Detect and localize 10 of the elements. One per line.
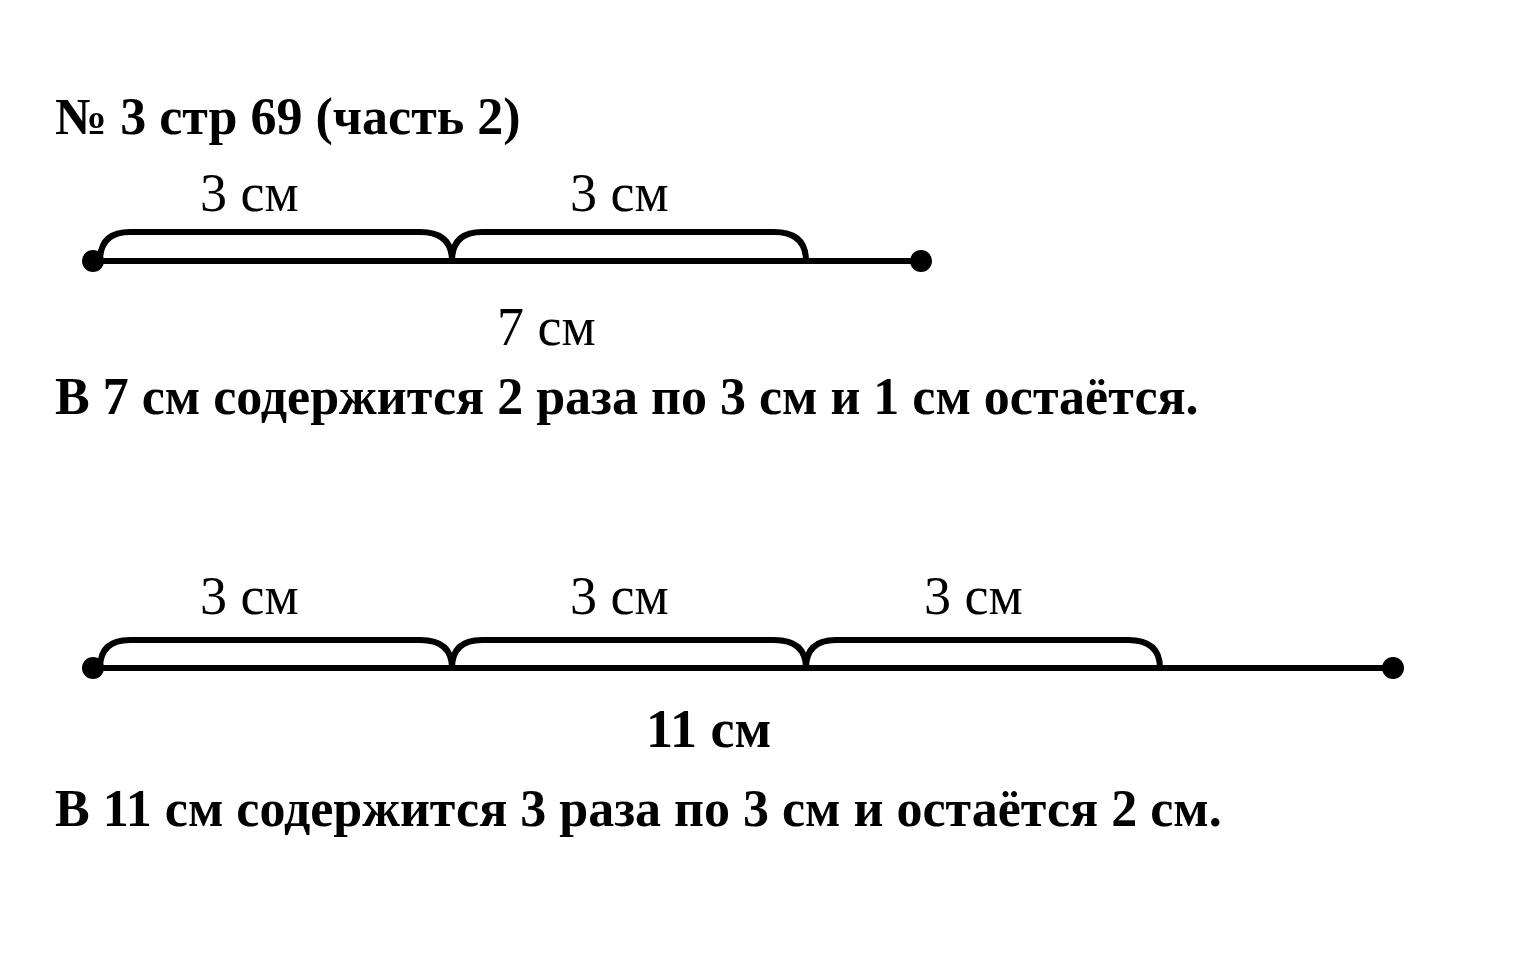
answer-sentence: В 11 см содержится 3 раза по 3 см и остаётся 2 см. (55, 780, 1222, 838)
title: № 3 стр 69 (часть 2) (55, 88, 521, 146)
length-label: 7 см (497, 298, 596, 358)
length-label: 3 см (924, 567, 1023, 627)
answer-sentence: В 7 см содержится 2 раза по 3 см и 1 см остаётся. (55, 368, 1199, 426)
length-label: 11 см (646, 700, 772, 760)
length-label: 3 см (200, 567, 299, 627)
length-label: 3 см (570, 164, 669, 224)
length-label: 3 см (570, 567, 669, 627)
length-label: 3 см (200, 164, 299, 224)
